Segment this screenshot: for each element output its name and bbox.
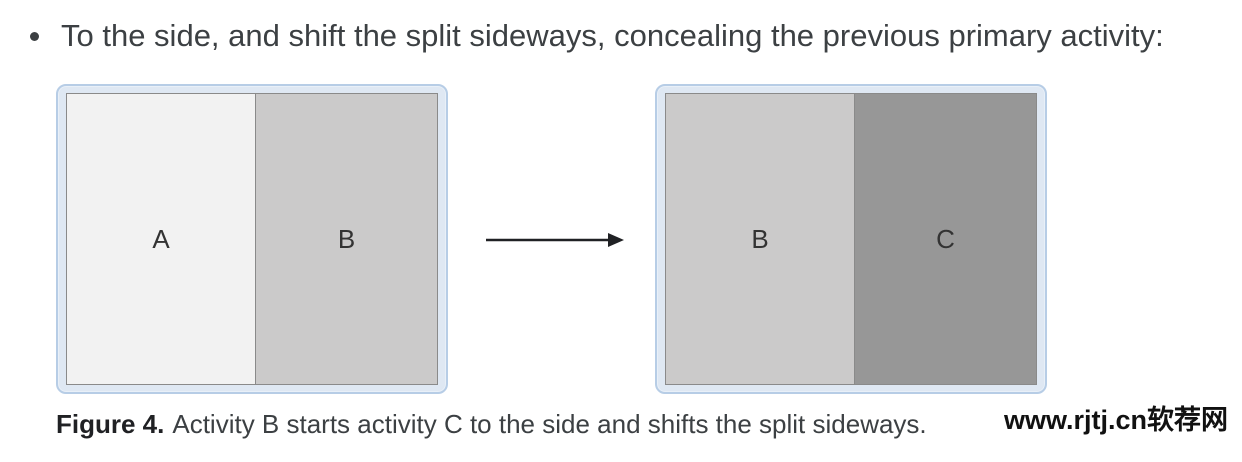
pane-label: B [751, 223, 769, 254]
figure-label: Figure 4. [56, 408, 165, 439]
pane-label: B [337, 223, 356, 254]
arrow-head [608, 233, 624, 247]
pane-a: A [67, 94, 255, 384]
screen-before: A B [66, 93, 438, 385]
pane-c: C [854, 94, 1036, 384]
arrow-right-icon [486, 233, 624, 247]
bullet-list-item: To the side, and shift the split sideway… [24, 14, 1164, 58]
pane-label: A [152, 223, 170, 254]
watermark: www.rjtj.cn软荐网 [1004, 400, 1229, 435]
bullet-dot-icon [30, 31, 39, 41]
pane-label: C [936, 223, 955, 254]
bullet-text: To the side, and shift the split sideway… [61, 18, 1164, 53]
device-before: A B [56, 84, 448, 394]
pane-b: B [666, 94, 854, 384]
device-after: B C [655, 84, 1047, 394]
figure-caption: Figure 4. Activity B starts activity C t… [56, 404, 927, 444]
pane-b: B [255, 94, 437, 384]
caption-text: Activity B starts activity C to the side… [172, 408, 927, 439]
screen-after: B C [665, 93, 1037, 385]
